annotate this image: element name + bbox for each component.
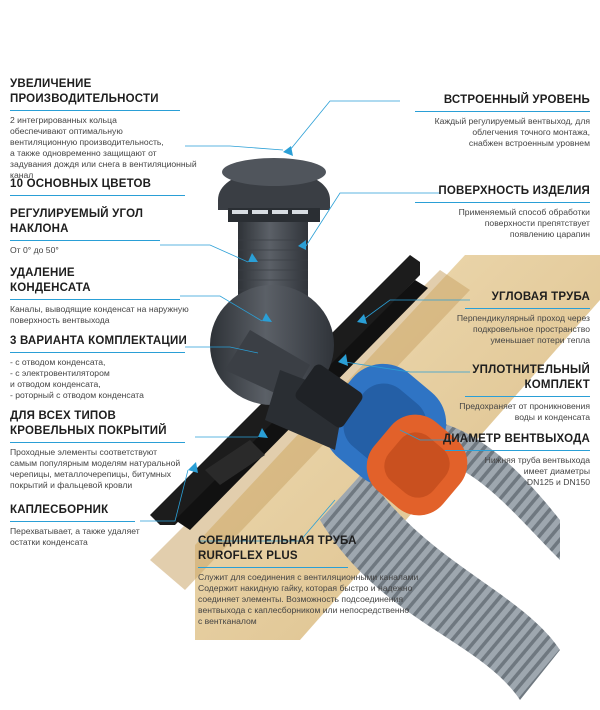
feature-description: От 0° до 50°	[10, 245, 59, 255]
feature-roof-types: ДЛЯ ВСЕХ ТИПОВ КРОВЕЛЬНЫХ ПОКРЫТИЙ Прохо…	[10, 409, 210, 491]
feature-built-in-level: ВСТРОЕННЫЙ УРОВЕНЬ Каждый регулируемый в…	[395, 93, 590, 149]
underline	[10, 299, 180, 300]
feature-title: 3 ВАРИАНТА КОМПЛЕКТАЦИИ	[10, 335, 187, 347]
underline	[10, 521, 135, 522]
feature-title: КАПЛЕСБОРНИК	[10, 504, 109, 516]
feature-angle-pipe: УГЛОВАЯ ТРУБА Перпендикулярный проход че…	[395, 290, 590, 346]
feature-description: Служит для соединения с вентиляционными …	[198, 572, 419, 626]
vent-body	[210, 158, 363, 450]
feature-description: Проходные элементы соответствуют самым п…	[10, 447, 181, 490]
feature-description: Предохраняет от проникновения воды и кон…	[459, 401, 590, 422]
underline	[465, 396, 590, 397]
feature-description: - с отводом конденсата, - с электровенти…	[10, 357, 144, 400]
underline	[415, 202, 590, 203]
feature-title: ПОВЕРХНОСТЬ ИЗДЕЛИЯ	[438, 185, 590, 197]
feature-title: 10 ОСНОВНЫХ ЦВЕТОВ	[10, 178, 152, 190]
underline	[198, 567, 348, 568]
underline	[10, 442, 185, 443]
feature-title: ДИАМЕТР ВЕНТВЫХОДА	[442, 433, 590, 445]
feature-description: Каждый регулируемый вентвыход, для облег…	[434, 116, 590, 148]
feature-outlet-diameter: ДИАМЕТР ВЕНТВЫХОДА Нижняя труба вентвыхо…	[395, 432, 590, 488]
underline	[415, 111, 590, 112]
feature-surface: ПОВЕРХНОСТЬ ИЗДЕЛИЯ Применяемый способ о…	[395, 184, 590, 240]
feature-condensate-removal: УДАЛЕНИЕ КОНДЕНСАТА Каналы, выводящие ко…	[10, 266, 210, 326]
feature-colors: 10 ОСНОВНЫХ ЦВЕТОВ	[10, 177, 200, 200]
feature-performance: УВЕЛИЧЕНИЕ ПРОИЗВОДИТЕЛЬНОСТИ 2 интегрир…	[10, 77, 210, 181]
underline	[10, 110, 180, 111]
feature-description: Применяемый способ обработки поверхности…	[458, 207, 590, 239]
feature-title: УПЛОТНИТЕЛЬНЫЙ КОМПЛЕКТ	[472, 364, 590, 391]
feature-title: УДАЛЕНИЕ КОНДЕНСАТА	[10, 267, 91, 294]
underline	[445, 450, 590, 451]
feature-title: ДЛЯ ВСЕХ ТИПОВ КРОВЕЛЬНЫХ ПОКРЫТИЙ	[10, 410, 167, 437]
underline	[465, 308, 590, 309]
feature-description: Каналы, выводящие конденсат на наружную …	[10, 304, 189, 325]
feature-title: СОЕДИНИТЕЛЬНАЯ ТРУБА RUROFLEX PLUS	[198, 535, 357, 562]
leader-lines	[140, 100, 470, 542]
underline	[10, 195, 185, 196]
feature-title: УВЕЛИЧЕНИЕ ПРОИЗВОДИТЕЛЬНОСТИ	[10, 78, 159, 105]
feature-title: ВСТРОЕННЫЙ УРОВЕНЬ	[443, 94, 590, 106]
feature-sealing-kit: УПЛОТНИТЕЛЬНЫЙ КОМПЛЕКТ Предохраняет от …	[395, 363, 590, 423]
underline	[10, 352, 185, 353]
feature-tilt-angle: РЕГУЛИРУЕМЫЙ УГОЛ НАКЛОНА От 0° до 50°	[10, 207, 200, 256]
callout-markers	[188, 146, 367, 473]
feature-description: Перпендикулярный проход через подкровель…	[456, 313, 590, 345]
feature-title: УГЛОВАЯ ТРУБА	[491, 291, 590, 303]
feature-connecting-pipe: СОЕДИНИТЕЛЬНАЯ ТРУБА RUROFLEX PLUS Служи…	[198, 534, 438, 627]
feature-description: Нижняя труба вентвыхода имеет диаметры D…	[484, 455, 590, 487]
feature-kit-variants: 3 ВАРИАНТА КОМПЛЕКТАЦИИ - с отводом конд…	[10, 334, 210, 401]
underline	[10, 240, 160, 241]
feature-description: Перехватывает, а также удаляет остатки к…	[10, 526, 140, 547]
feature-drip-collector: КАПЛЕСБОРНИК Перехватывает, а также удал…	[10, 503, 200, 548]
feature-title: РЕГУЛИРУЕМЫЙ УГОЛ НАКЛОНА	[10, 208, 144, 235]
feature-description: 2 интегрированных кольца обеспечивают оп…	[10, 115, 197, 180]
